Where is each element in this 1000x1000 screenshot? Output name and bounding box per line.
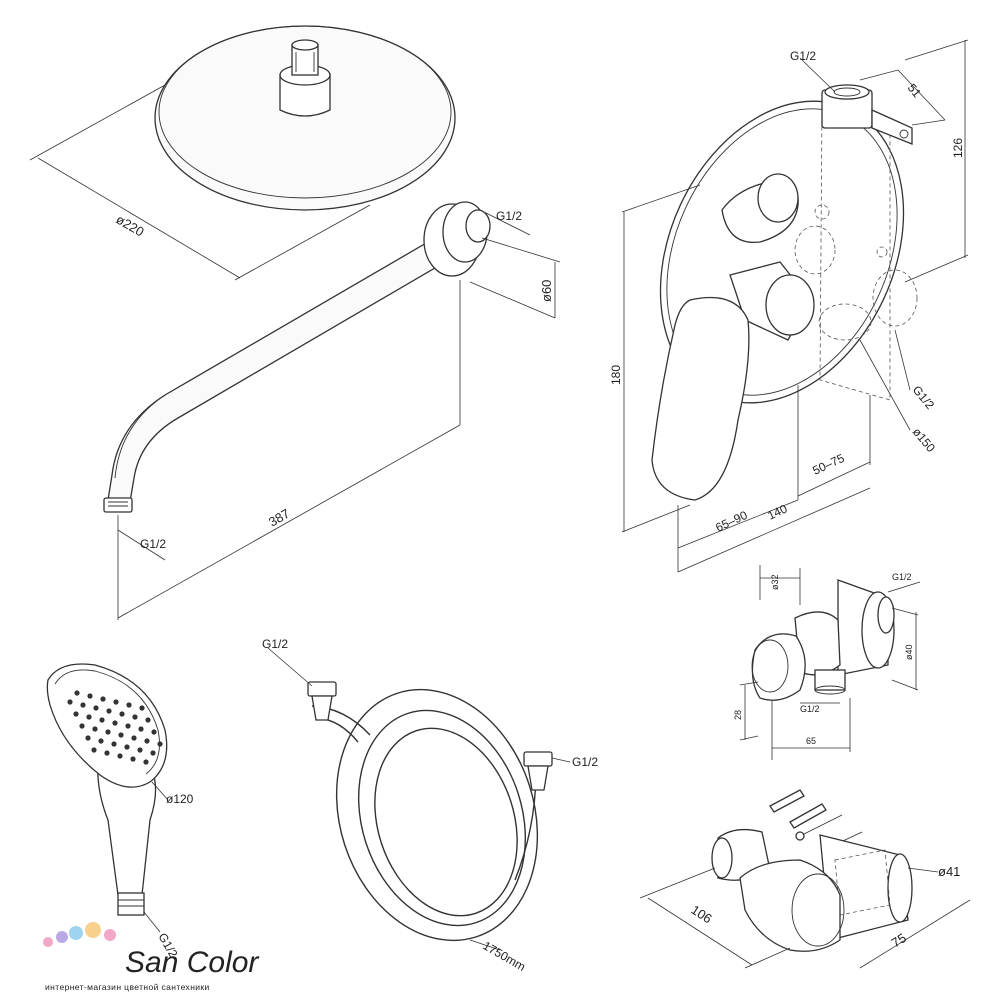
wall-holder bbox=[711, 789, 913, 952]
hose-length-label: 1750mm bbox=[481, 938, 528, 973]
arm-length-label: 387 bbox=[266, 506, 292, 530]
logo-brand-text: San Color bbox=[125, 946, 259, 979]
holder-dimensions: 106 75 ø41 bbox=[639, 864, 971, 969]
logo-tagline: интернет-магазин цветной сантехники bbox=[45, 982, 210, 992]
mixer-plate-diameter-label: ø150 bbox=[910, 425, 939, 455]
mixer-body-depth-label: 51 bbox=[905, 81, 925, 100]
elbow-length-label: 65 bbox=[806, 736, 816, 746]
elbow-thread-top-label: G1/2 bbox=[892, 572, 912, 582]
hand-shower-nozzles bbox=[67, 690, 163, 765]
shower-arm bbox=[103, 201, 491, 513]
arm-head-thread-label: G1/2 bbox=[496, 209, 522, 223]
elbow-height-label: 28 bbox=[733, 710, 743, 720]
logo-dot bbox=[69, 926, 83, 940]
arm-dimensions: G1/2 ø60 387 G1/2 bbox=[117, 209, 561, 620]
mixer-range-1-label: 50–75 bbox=[810, 451, 846, 478]
brand-logo: San Color интернет-магазин цветной санте… bbox=[43, 922, 259, 992]
logo-dot bbox=[43, 937, 53, 947]
concealed-mixer bbox=[651, 84, 918, 501]
hose-thread-2-label: G1/2 bbox=[572, 755, 598, 769]
wall-elbow bbox=[751, 579, 895, 701]
elbow-thread-bottom-label: G1/2 bbox=[800, 704, 820, 714]
hose-thread-1-label: G1/2 bbox=[262, 637, 288, 651]
overhead-shower-head bbox=[154, 25, 456, 211]
elbow-small-diameter-label: ø32 bbox=[770, 574, 780, 590]
mixer-top-thread-label: G1/2 bbox=[790, 49, 816, 63]
hand-shower bbox=[46, 663, 168, 916]
mixer-range-2-label: 65–90 bbox=[713, 508, 749, 535]
mixer-height-label: 180 bbox=[609, 365, 623, 385]
shower-hose bbox=[307, 681, 553, 942]
mixer-body-height-label: 126 bbox=[951, 138, 965, 158]
holder-diameter-label: ø41 bbox=[938, 864, 960, 879]
head-diameter-label: ø220 bbox=[114, 212, 147, 240]
holder-width-label: 75 bbox=[889, 930, 909, 950]
arm-flange-diameter-label: ø60 bbox=[539, 280, 554, 302]
mounting-screws bbox=[769, 789, 863, 854]
elbow-dimensions: G1/2 ø40 ø32 28 G1/2 65 bbox=[733, 565, 921, 760]
logo-dot bbox=[85, 922, 101, 938]
holder-length-label: 106 bbox=[688, 902, 714, 926]
hand-shower-diameter-label: ø120 bbox=[166, 792, 194, 806]
logo-dot bbox=[56, 931, 68, 943]
logo-dot bbox=[104, 929, 116, 941]
elbow-diameter-label: ø40 bbox=[904, 644, 914, 660]
mixer-side-thread-label: G1/2 bbox=[910, 383, 938, 412]
arm-wall-thread-label: G1/2 bbox=[140, 537, 166, 551]
